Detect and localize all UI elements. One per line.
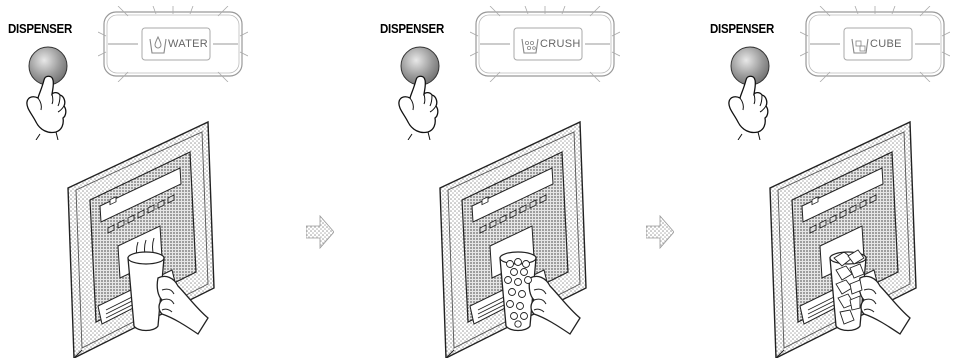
dispenser-unit bbox=[764, 118, 924, 358]
mode-text: WATER bbox=[168, 38, 208, 50]
panel-cube: DISPENSER CUBE bbox=[702, 0, 956, 358]
dispenser-label: DISPENSER bbox=[380, 22, 444, 36]
dispenser-label: DISPENSER bbox=[8, 22, 72, 36]
panel-water: DISPENSER WATER bbox=[0, 0, 300, 358]
mode-text: CUBE bbox=[870, 38, 902, 50]
mode-text: CRUSH bbox=[540, 38, 581, 50]
dispenser-unit bbox=[62, 118, 222, 358]
next-step-arrow-icon bbox=[646, 214, 674, 250]
next-step-arrow-icon bbox=[306, 214, 334, 250]
dispenser-label: DISPENSER bbox=[710, 22, 774, 36]
dispenser-unit bbox=[434, 118, 594, 358]
panel-crush: DISPENSER CRUSH bbox=[372, 0, 672, 358]
